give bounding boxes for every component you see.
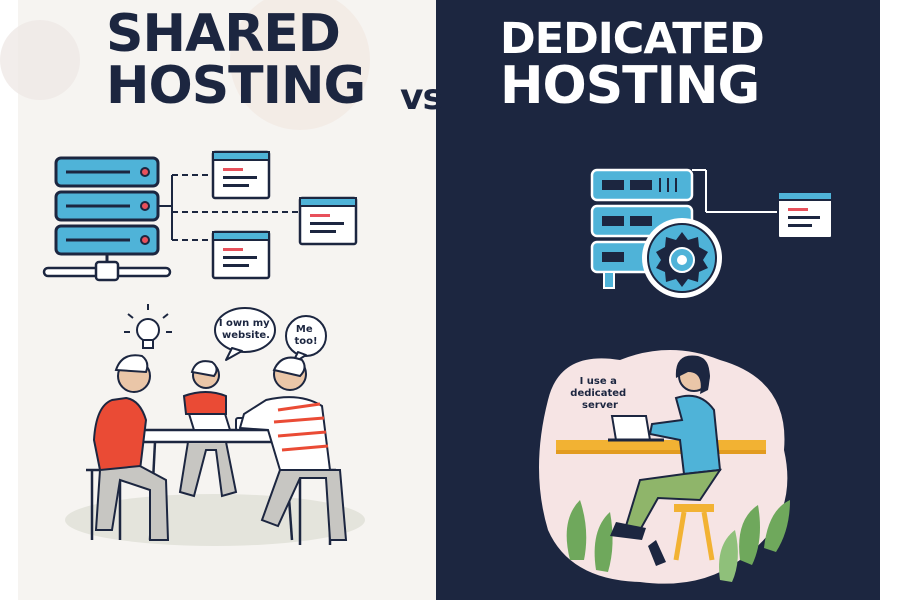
website-window-icon — [211, 150, 271, 200]
title-hosting-right: HOSTING — [500, 56, 760, 116]
website-window-icon — [298, 196, 358, 246]
title-vs: vs. — [400, 77, 457, 118]
speech-text-dedicated: I use a dedicated server — [570, 376, 629, 411]
bg-circle — [0, 20, 80, 100]
speech-text-own-website: I own my website. — [219, 318, 273, 341]
dedicated-connector-line — [692, 169, 778, 213]
dedicated-user-illustration — [539, 350, 790, 584]
title-shared: SHARED — [106, 4, 341, 64]
bg-circle — [230, 0, 370, 130]
speech-text-me-too: Me too! — [294, 324, 317, 347]
shared-team-illustration — [65, 354, 365, 546]
speech-bubble-own-website — [214, 307, 276, 361]
title-hosting-left: HOSTING — [106, 56, 366, 116]
gear-icon — [642, 218, 722, 298]
title-dedicated: DEDICATED — [500, 14, 765, 64]
lightbulb-icon — [124, 304, 172, 349]
website-window-icon — [777, 191, 833, 239]
shared-server-rack-icon — [42, 156, 172, 282]
website-window-icon — [211, 230, 271, 280]
shared-connector-lines — [158, 174, 300, 241]
